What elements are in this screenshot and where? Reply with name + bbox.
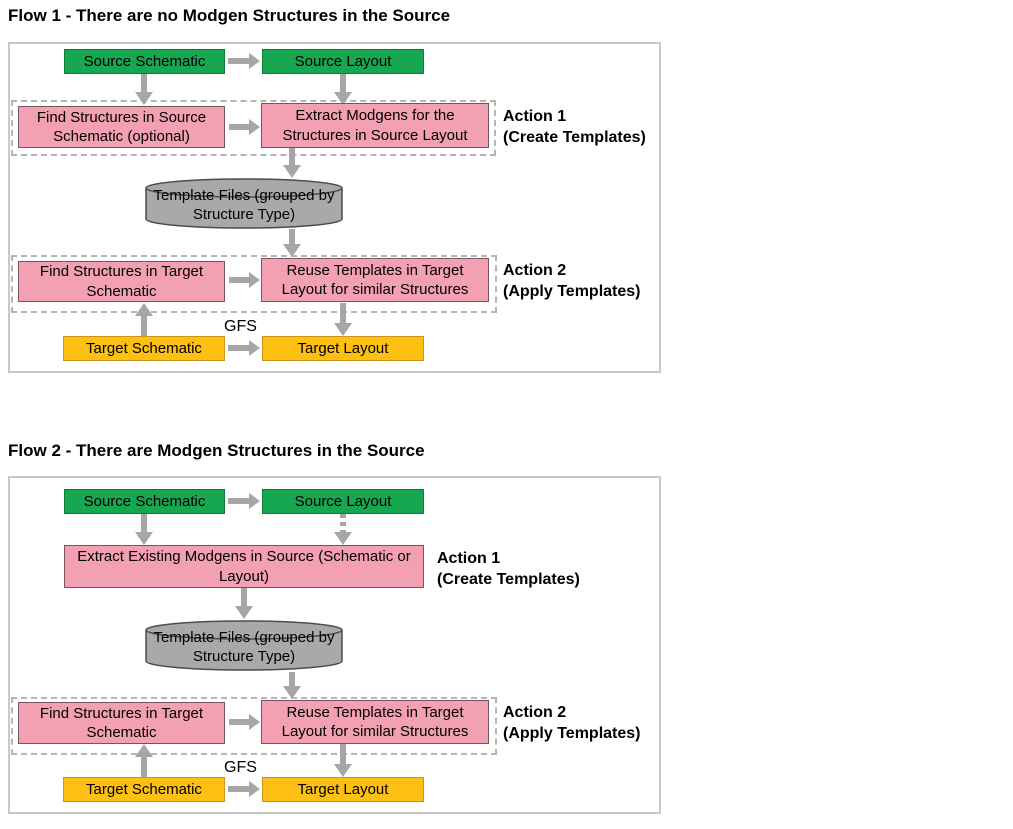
flow2-source-layout-box: Source Layout <box>262 489 424 514</box>
flow1-gfs-label: GFS <box>224 318 257 335</box>
arrow-down-icon <box>334 303 352 336</box>
flow2-target-layout-box: Target Layout <box>262 777 424 802</box>
arrow-right-icon <box>228 493 260 509</box>
flow1-frame <box>8 42 661 373</box>
arrow-right-icon <box>229 272 260 288</box>
arrow-down-icon <box>334 74 352 105</box>
flow1-source-schematic-box: Source Schematic <box>64 49 225 74</box>
arrow-right-icon <box>228 53 260 69</box>
flow2-source-schematic-box: Source Schematic <box>64 489 225 514</box>
flow1-target-schematic-box: Target Schematic <box>63 336 225 361</box>
flow1-source-layout-box: Source Layout <box>262 49 424 74</box>
flow1-action1-label: Action 1 (Create Templates) <box>503 108 646 146</box>
arrow-right-icon <box>229 714 260 730</box>
flow2-action2-label: Action 2 (Apply Templates) <box>503 704 641 742</box>
flow1-title: Flow 1 - There are no Modgen Structures … <box>8 6 451 25</box>
flow1-template-files-label: Template Files (grouped by Structure Typ… <box>153 186 335 224</box>
flow1-template-files-cylinder <box>145 177 343 236</box>
arrow-down-icon <box>334 744 352 777</box>
flow2-find-structures-target-box: Find Structures in Target Schematic <box>18 702 225 744</box>
flow1-action2-label: Action 2 (Apply Templates) <box>503 262 641 300</box>
flow2-action1-label: Action 1 (Create Templates) <box>437 550 580 588</box>
arrow-down-icon <box>135 514 153 545</box>
flow2-title: Flow 2 - There are Modgen Structures in … <box>8 441 425 460</box>
flow1-find-structures-target-box: Find Structures in Target Schematic <box>18 261 225 302</box>
arrow-right-icon <box>228 781 260 797</box>
arrow-down-icon <box>235 588 253 619</box>
flow1-target-layout-box: Target Layout <box>262 336 424 361</box>
flow1-reuse-templates-box: Reuse Templates in Target Layout for sim… <box>261 258 489 302</box>
flow2-template-files-label: Template Files (grouped by Structure Typ… <box>153 628 335 666</box>
arrow-down-icon <box>283 672 301 699</box>
arrow-right-icon <box>229 119 260 135</box>
arrow-right-icon <box>228 340 260 356</box>
cylinder-icon <box>145 178 343 229</box>
flow2-action2-group <box>11 697 497 755</box>
arrow-down-icon <box>283 229 301 257</box>
arrow-up-icon <box>135 303 153 336</box>
flow2-reuse-templates-box: Reuse Templates in Target Layout for sim… <box>261 700 489 744</box>
flow2-frame <box>8 476 661 814</box>
flow1-action2-group <box>11 255 497 313</box>
flow1-action1-group <box>11 100 496 156</box>
arrow-down-icon <box>135 74 153 105</box>
flow2-gfs-label: GFS <box>224 759 257 776</box>
flow1-extract-modgens-box: Extract Modgens for the Structures in So… <box>261 103 489 148</box>
cylinder-icon <box>145 620 343 671</box>
arrow-up-icon <box>135 744 153 777</box>
flow1-find-structures-source-box: Find Structures in Source Schematic (opt… <box>18 106 225 148</box>
flow2-template-files-cylinder <box>145 619 343 678</box>
flow2-extract-existing-modgens-box: Extract Existing Modgens in Source (Sche… <box>64 545 424 588</box>
arrow-down-dotted-icon <box>334 514 352 545</box>
arrow-down-icon <box>283 147 301 178</box>
flow2-target-schematic-box: Target Schematic <box>63 777 225 802</box>
